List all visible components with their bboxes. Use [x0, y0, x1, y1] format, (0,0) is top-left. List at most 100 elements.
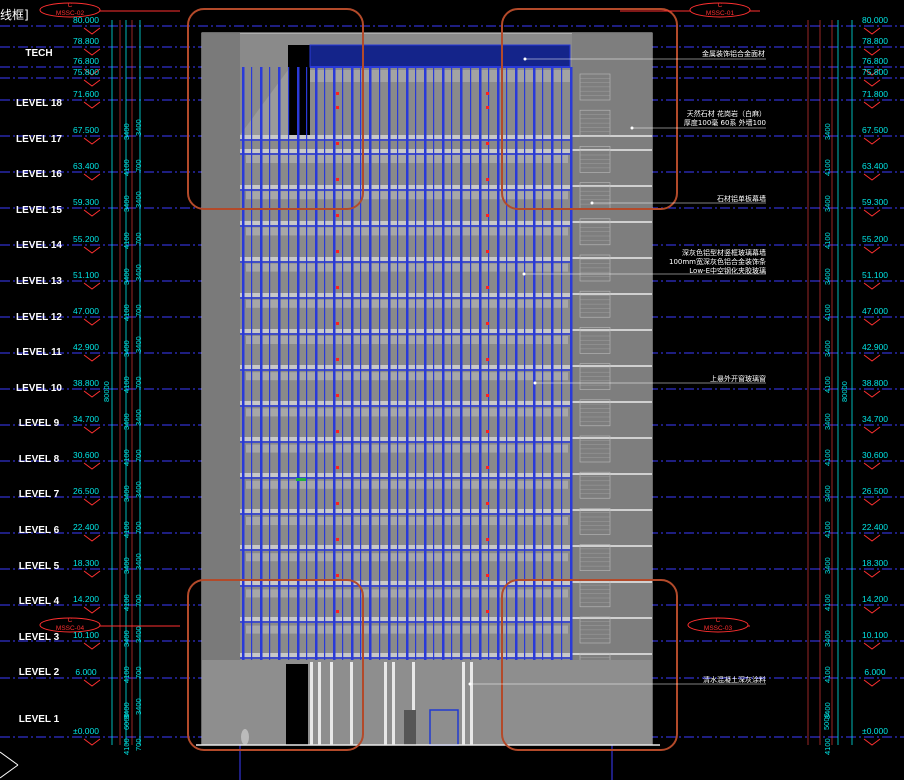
elevation-left: 22.400 — [73, 522, 99, 532]
dimension-text: 700 — [134, 159, 143, 173]
elevation-marker-left — [83, 570, 101, 578]
red-marker — [336, 394, 339, 397]
elevation-marker-right — [863, 246, 881, 254]
elevation-marker-left — [83, 738, 101, 746]
red-marker — [336, 430, 339, 433]
elevation-right: 18.300 — [862, 558, 888, 568]
elevation-left: 51.100 — [73, 270, 99, 280]
red-marker — [486, 610, 489, 613]
dimension-text: 3400 — [122, 195, 131, 213]
elevation-left: 34.700 — [73, 414, 99, 424]
level-label: LEVEL 16 — [16, 169, 62, 180]
floor-slab-edge — [572, 545, 652, 547]
callout-curtain-line1: 深灰色铝型材竖框玻璃幕墙 — [682, 249, 766, 257]
elevation-marker-right — [863, 426, 881, 434]
red-marker — [336, 178, 339, 181]
elevation-right: 59.300 — [862, 197, 888, 207]
elevation-marker-left — [83, 354, 101, 362]
dimension-text: 3400 — [823, 123, 832, 140]
section-tag-code: MSSC-01 — [705, 10, 735, 17]
dimension-text: 6000 — [122, 713, 131, 730]
elevation-marker-right — [863, 27, 881, 35]
red-marker — [336, 358, 339, 361]
level-label: LEVEL 17 — [16, 134, 62, 145]
level-label: LEVEL 7 — [18, 489, 60, 500]
elevation-right: 14.200 — [862, 594, 888, 604]
elevation-marker-right — [863, 390, 881, 398]
elevation-marker-left — [83, 68, 101, 76]
elevation-marker-right — [863, 679, 881, 687]
dimension-text: 3400 — [122, 123, 131, 140]
dimension-text: 4100 — [823, 593, 832, 611]
dimension-text: 700 — [134, 232, 143, 245]
dimension-text: 3400 — [122, 268, 131, 285]
elevation-marker-right — [863, 137, 881, 145]
left-stone-column — [202, 33, 240, 745]
red-marker — [336, 286, 339, 289]
elevation-left: 75.800 — [73, 67, 99, 77]
level-label: LEVEL 4 — [18, 596, 60, 607]
elevation-marker-right — [863, 48, 881, 56]
red-marker — [486, 502, 489, 505]
section-tag-bubble — [687, 617, 749, 633]
section-tag-mssc-04: C MSSC-04 — [40, 617, 100, 633]
red-marker — [486, 358, 489, 361]
elevation-left: ±0.000 — [73, 726, 99, 736]
level-label: LEVEL 5 — [18, 561, 60, 572]
dimension-text: 3400 — [823, 268, 832, 285]
floor-slab-edge — [572, 329, 652, 331]
red-marker — [486, 430, 489, 433]
section-tag-bubble — [689, 2, 751, 18]
ucs-icon — [0, 764, 19, 779]
level-label: LEVEL 15 — [16, 205, 62, 216]
red-marker — [336, 142, 339, 145]
elevation-marker-left — [83, 173, 101, 181]
elevation-marker-left — [83, 101, 101, 109]
dimension-text: 4100 — [823, 666, 832, 683]
elevation-left: 42.900 — [73, 342, 99, 352]
callout-curtain-wall: 深灰色铝型材竖框玻璃幕墙 100mm宽深灰色铝合金装饰条 Low-E中空钢化夹胶… — [640, 249, 766, 276]
section-tag-bubble — [39, 617, 101, 633]
elevation-marker-right — [863, 498, 881, 506]
leader-dot — [590, 201, 594, 205]
entrance-column — [384, 662, 387, 745]
dimension-text: 3400 — [823, 412, 832, 430]
callout-stone-panel: 石材铝单板幕墙 — [717, 195, 766, 203]
red-marker — [486, 106, 489, 109]
elevation-right: ±0.000 — [862, 726, 888, 736]
elevation-marker-left — [83, 498, 101, 506]
elevation-left: 59.300 — [73, 197, 99, 207]
elevation-marker-left — [83, 390, 101, 398]
dimension-text: 700 — [134, 521, 143, 535]
dimension-text: 4100 — [122, 231, 131, 249]
red-marker — [486, 394, 489, 397]
floor-slab-edge — [572, 135, 652, 137]
viewport-label[interactable]: 线框] — [0, 8, 29, 22]
dimension-text: 80000 — [102, 381, 111, 402]
dimension-text: 3400 — [134, 119, 143, 136]
floor-slab-edge — [572, 581, 652, 583]
section-tag-letter: C — [715, 617, 721, 624]
dimension-text: 80000 — [840, 381, 849, 402]
elevation-marker-left — [83, 606, 101, 614]
elevation-marker-right — [863, 282, 881, 290]
callout-curtain-line3: Low-E中空钢化夹胶玻璃 — [689, 267, 766, 275]
elevation-right: 71.800 — [862, 89, 888, 99]
elevation-marker-right — [863, 570, 881, 578]
elevation-left: 71.600 — [73, 89, 99, 99]
elevation-marker-right — [863, 173, 881, 181]
floor-slab-edge — [572, 617, 652, 619]
dimension-text: 700 — [134, 304, 143, 317]
level-label: LEVEL 3 — [18, 632, 60, 643]
elevation-marker-left — [83, 137, 101, 145]
red-marker — [336, 106, 339, 109]
section-tag-mssc-01: C MSSC-01 — [690, 2, 750, 18]
red-marker — [486, 178, 489, 181]
elevation-right: 78.800 — [862, 36, 888, 46]
elevation-right: 80.000 — [862, 15, 888, 25]
entrance-column — [318, 662, 321, 745]
floor-slab-edge — [572, 185, 652, 187]
level-label: TECH — [25, 48, 53, 59]
elevation-left: 30.600 — [73, 450, 99, 460]
